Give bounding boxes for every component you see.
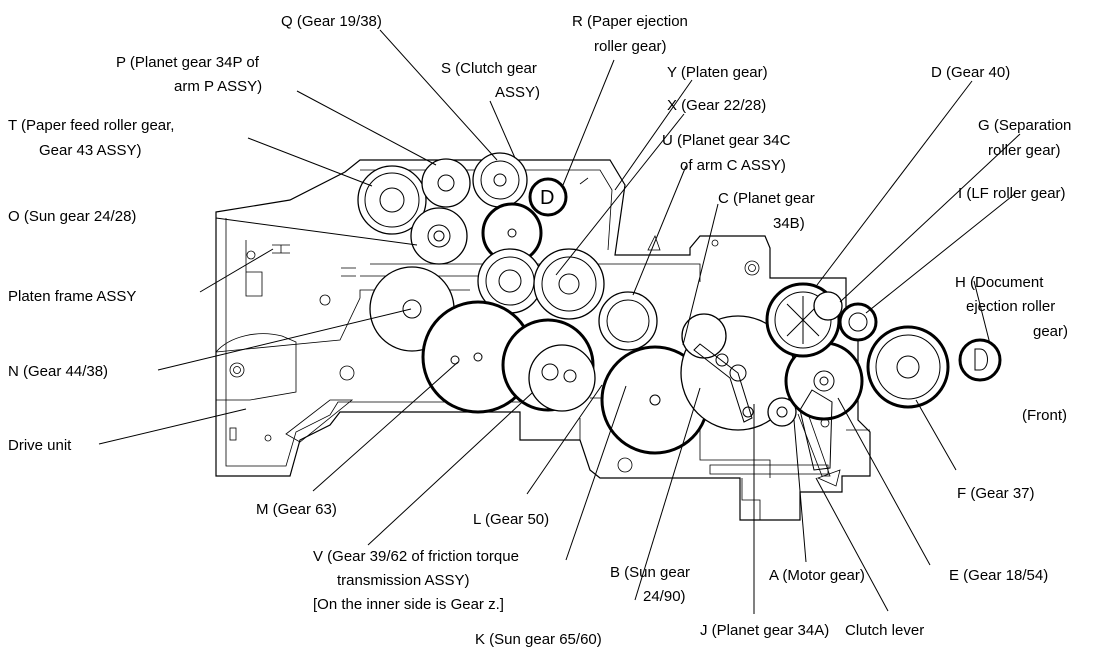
label-s-line2: ASSY) — [495, 84, 540, 101]
label-b-line1: B (Sun gear — [610, 564, 690, 581]
label-h-line1: H (Document — [955, 274, 1044, 291]
gear-t — [357, 165, 427, 235]
label-c-line2: 34B) — [773, 215, 805, 232]
label-r-line1: R (Paper ejection — [572, 13, 688, 30]
label-p-line1: P (Planet gear 34P of — [116, 54, 260, 71]
leader-lines — [98, 29, 1021, 614]
gear-i — [838, 302, 878, 342]
label-drive-unit: Drive unit — [8, 437, 72, 454]
label-t-line1: T (Paper feed roller gear, — [8, 117, 174, 134]
label-y: Y (Platen gear) — [667, 64, 768, 81]
label-h-line2: ejection roller — [966, 298, 1055, 315]
gear-p — [421, 158, 471, 208]
label-v-line2: transmission ASSY) — [337, 572, 470, 589]
labels: Q (Gear 19/38) R (Paper ejection roller … — [8, 13, 1071, 648]
label-platen-frame: Platen frame ASSY — [8, 288, 136, 305]
label-x: X (Gear 22/28) — [667, 97, 766, 114]
gear-o — [410, 207, 468, 265]
label-p-line2: arm P ASSY) — [174, 78, 262, 95]
label-front: (Front) — [1022, 407, 1067, 424]
label-o: O (Sun gear 24/28) — [8, 208, 136, 225]
label-u-line1: U (Planet gear 34C — [662, 132, 791, 149]
label-u-line2: of arm C ASSY) — [680, 157, 786, 174]
label-k: K (Sun gear 65/60) — [475, 631, 602, 648]
label-v-line1: V (Gear 39/62 of friction torque — [313, 548, 519, 565]
label-a: A (Motor gear) — [769, 567, 865, 584]
label-s-line1: S (Clutch gear — [441, 60, 537, 77]
gear-f — [866, 325, 950, 409]
gear-c-planet — [598, 291, 658, 351]
label-g-line2: roller gear) — [988, 142, 1061, 159]
label-m: M (Gear 63) — [256, 501, 337, 518]
label-l: L (Gear 50) — [473, 511, 549, 528]
label-h-line3: gear) — [1033, 323, 1068, 340]
gear-a — [767, 397, 797, 427]
gears: D — [357, 152, 1002, 471]
label-n: N (Gear 44/38) — [8, 363, 108, 380]
label-t-line2: Gear 43 ASSY) — [39, 142, 142, 159]
gear-u — [533, 248, 605, 320]
gear-g — [813, 291, 843, 321]
label-q: Q (Gear 19/38) — [281, 13, 382, 30]
gear-h — [958, 338, 1002, 382]
label-i: I (LF roller gear) — [958, 185, 1066, 202]
gear-y-letter: D — [540, 187, 554, 209]
label-d: D (Gear 40) — [931, 64, 1010, 81]
label-e: E (Gear 18/54) — [949, 567, 1048, 584]
label-c-line1: C (Planet gear — [718, 190, 815, 207]
label-g-line1: G (Separation — [978, 117, 1071, 134]
label-r-line2: roller gear) — [594, 38, 667, 55]
gear-r — [528, 177, 568, 217]
label-b-line2: 24/90) — [643, 588, 686, 605]
label-v-line3: [On the inner side is Gear z.] — [313, 596, 504, 613]
label-clutch-lever: Clutch lever — [845, 622, 924, 639]
label-f: F (Gear 37) — [957, 485, 1035, 502]
label-j: J (Planet gear 34A) — [700, 622, 829, 639]
gear-l — [528, 344, 596, 412]
